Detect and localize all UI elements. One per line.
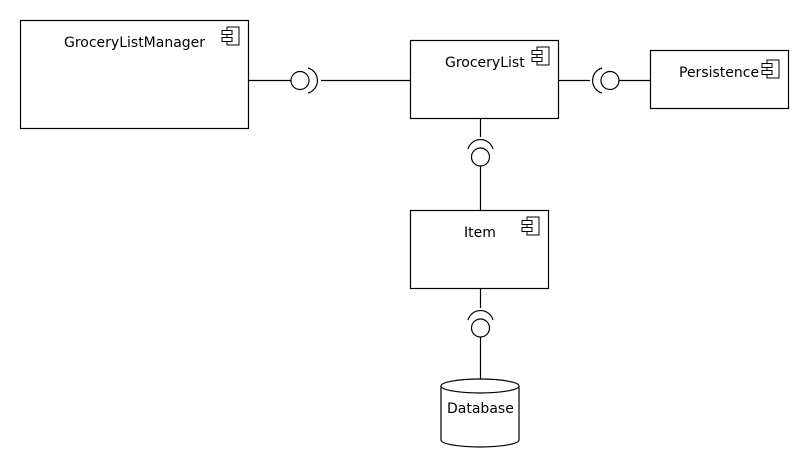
component-grocery-list[interactable]: GroceryList	[409, 39, 560, 120]
connector-grocery-list-to-persistence	[559, 67, 650, 94]
provided-interface-ball	[470, 147, 491, 167]
connector-manager-to-grocery-list	[249, 67, 410, 94]
component-box	[649, 49, 790, 110]
required-interface-socket	[467, 309, 494, 321]
required-interface-socket	[591, 67, 603, 94]
component-grocery-list-manager[interactable]: GroceryListManager	[19, 19, 250, 130]
database-cylinder[interactable]: Database	[440, 378, 520, 448]
connector-item-to-database	[467, 289, 494, 379]
component-persistence[interactable]: Persistence	[649, 49, 790, 110]
cylinder-top	[440, 378, 520, 394]
database-label: Database	[447, 401, 514, 417]
component-icon	[221, 26, 240, 46]
required-interface-socket	[307, 67, 319, 94]
provided-interface-ball	[290, 70, 310, 91]
component-icon	[761, 59, 780, 79]
provided-interface-ball	[470, 318, 491, 338]
component-icon	[531, 46, 550, 66]
component-label: Persistence	[679, 65, 759, 81]
cylinder-body	[440, 386, 520, 448]
component-item[interactable]: Item	[409, 209, 550, 290]
component-box	[19, 19, 250, 130]
component-label: Item	[464, 225, 496, 241]
component-icon	[521, 216, 540, 236]
provided-interface-ball	[600, 70, 620, 91]
component-label: GroceryList	[445, 55, 525, 71]
connector-grocery-list-to-item	[467, 119, 494, 210]
component-label: GroceryListManager	[64, 35, 205, 51]
required-interface-socket	[467, 138, 494, 150]
